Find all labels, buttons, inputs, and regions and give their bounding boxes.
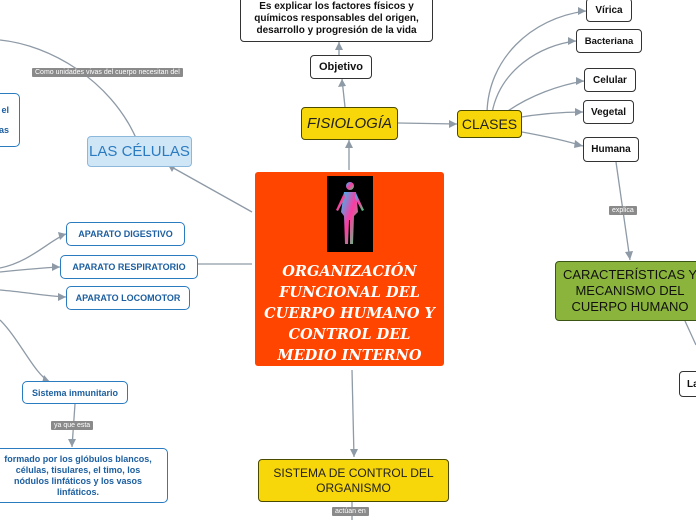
clases-node[interactable]: CLASES [457,110,522,138]
human-anatomy-figure [326,176,373,252]
actuan-en-tag: actúan en [332,507,369,516]
link-clases-humana [521,131,584,147]
link-clases-bacteriana [491,40,577,114]
central-topic-title: ORGANIZACIÓN FUNCIONAL DEL CUERPO HUMANO… [264,263,435,364]
clase-humana-label: Humana [591,144,631,155]
inmunitario-node[interactable]: Sistema inmunitario [22,381,128,404]
ya-que-esta-tag: ya que esta [51,421,94,430]
control-node[interactable]: SISTEMA DE CONTROL DEL ORGANISMO [258,459,449,502]
caracteristicas-label: CARACTERÍSTICAS Y MECANISMO DEL CUERPO H… [562,267,696,314]
left-fragment-line1: el [1,105,9,115]
clase-celular-node[interactable]: Celular [584,68,636,92]
link-celulas-offscreen [0,39,137,139]
objetivo-label: Objetivo [318,61,363,73]
aparato-respiratorio-node[interactable]: APARATO RESPIRATORIO [60,255,198,279]
link-clases-virica [486,10,587,114]
clase-humana-node[interactable]: Humana [583,137,639,162]
aparato-digestivo-label: APARATO DIGESTIVO [78,229,173,239]
explica-tag: explica [609,206,637,215]
definicion-node[interactable]: Es explicar los factores físicos y quími… [240,0,433,42]
fisiologia-node[interactable]: FISIOLOGÍA [301,107,398,140]
control-label: SISTEMA DE CONTROL DEL ORGANISMO [273,465,434,495]
left-fragment-line2: as [0,125,9,135]
link-caracteristicas-la [684,320,696,346]
aparato-locomotor-label: APARATO LOCOMOTOR [75,293,181,303]
clase-vegetal-node[interactable]: Vegetal [583,100,634,124]
celulas-note-tag: Como unidades vivas del cuerpo necesitan… [32,68,183,77]
clase-vegetal-label: Vegetal [590,106,627,118]
left-fragment-node[interactable]: el as [0,93,20,147]
link-aparato-locomotor [0,289,67,298]
link-aparato-respiratorio [0,266,61,273]
clase-virica-node[interactable]: Vírica [586,0,632,22]
link-clases-vegetal [514,111,584,119]
link-offscreen-inmunitario [0,319,51,383]
link-aparato-digestivo [0,233,67,269]
formado-text: formado por los glóbulos blancos, célula… [4,453,152,497]
la-label: La [687,378,696,390]
central-topic[interactable]: ORGANIZACIÓN FUNCIONAL DEL CUERPO HUMANO… [255,172,444,366]
link-fisiologia-clases [397,122,458,125]
clase-virica-label: Vírica [595,4,623,16]
clase-bacteriana-label: Bacteriana [584,35,634,47]
aparato-respiratorio-label: APARATO RESPIRATORIO [72,262,186,272]
formado-node[interactable]: formado por los glóbulos blancos, célula… [0,448,168,503]
link-central-control [351,369,355,458]
celulas-label: LAS CÉLULAS [89,143,190,160]
link-clases-celular [504,80,585,114]
fisiologia-label: FISIOLOGÍA [306,115,393,132]
definicion-text: Es explicar los factores físicos y quími… [254,1,419,36]
la-node[interactable]: La [679,371,696,397]
clases-label: CLASES [461,116,518,132]
objetivo-node[interactable]: Objetivo [310,55,372,79]
celulas-node[interactable]: LAS CÉLULAS [87,136,192,167]
clase-celular-label: Celular [593,74,627,86]
aparato-digestivo-node[interactable]: APARATO DIGESTIVO [66,222,185,246]
aparato-locomotor-node[interactable]: APARATO LOCOMOTOR [66,286,190,310]
link-central-celulas [167,164,253,213]
human-body-icon [335,182,364,244]
caracteristicas-node[interactable]: CARACTERÍSTICAS Y MECANISMO DEL CUERPO H… [555,261,696,321]
inmunitario-label: Sistema inmunitario [31,387,119,398]
clase-bacteriana-node[interactable]: Bacteriana [576,29,642,53]
